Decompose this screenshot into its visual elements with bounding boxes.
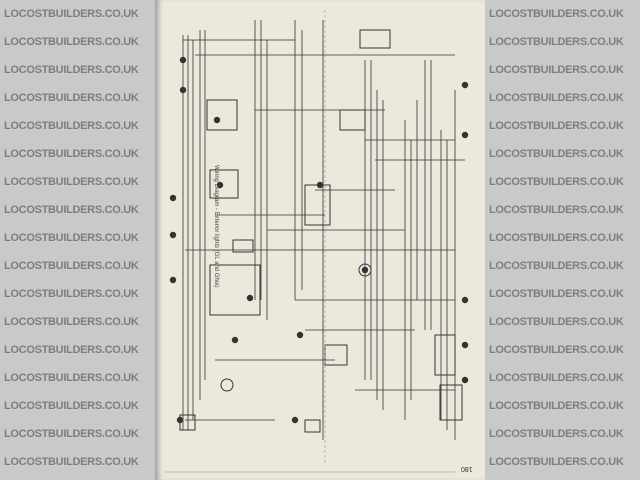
watermark-row: LOCOSTBUILDERS.CO.UK <box>489 148 624 160</box>
watermark-row: LOCOSTBUILDERS.CO.UK <box>489 232 624 244</box>
watermark-row: LOCOSTBUILDERS.CO.UK <box>489 316 624 328</box>
component-box <box>232 239 254 253</box>
watermark-row: LOCOSTBUILDERS.CO.UK <box>489 204 624 216</box>
callout-marker <box>231 336 239 344</box>
callout-marker <box>316 181 324 189</box>
callout-marker <box>291 416 299 424</box>
watermark-row: LOCOSTBUILDERS.CO.UK <box>489 288 624 300</box>
page-number: 180 <box>461 465 473 472</box>
watermark-row: LOCOSTBUILDERS.CO.UK <box>4 456 139 468</box>
watermark-row: LOCOSTBUILDERS.CO.UK <box>489 92 624 104</box>
watermark-row: LOCOSTBUILDERS.CO.UK <box>489 64 624 76</box>
watermark-row: LOCOSTBUILDERS.CO.UK <box>489 176 624 188</box>
component-box <box>209 169 239 199</box>
lamp-symbol <box>358 263 372 277</box>
watermark-row: LOCOSTBUILDERS.CO.UK <box>4 92 139 104</box>
callout-marker <box>461 376 469 384</box>
watermark-background-right: LOCOSTBUILDERS.CO.UK LOCOSTBUILDERS.CO.UK… <box>485 0 640 480</box>
component-box <box>209 264 261 316</box>
diagram-caption: Wiring Diagram - Exterior lights (GL and… <box>213 165 219 288</box>
component-box <box>304 419 321 433</box>
callout-marker <box>176 416 184 424</box>
watermark-row: LOCOSTBUILDERS.CO.UK <box>4 8 139 20</box>
watermark-row: LOCOSTBUILDERS.CO.UK <box>489 8 624 20</box>
callout-marker <box>169 231 177 239</box>
watermark-row: LOCOSTBUILDERS.CO.UK <box>4 148 139 160</box>
watermark-row: LOCOSTBUILDERS.CO.UK <box>489 260 624 272</box>
callout-marker <box>179 86 187 94</box>
component-box <box>359 29 391 49</box>
watermark-row: LOCOSTBUILDERS.CO.UK <box>4 64 139 76</box>
scanned-page <box>155 0 485 480</box>
callout-marker <box>361 266 369 274</box>
watermark-row: LOCOSTBUILDERS.CO.UK <box>4 344 139 356</box>
callout-marker <box>461 131 469 139</box>
wiring-diagram <box>165 10 469 473</box>
watermark-row: LOCOSTBUILDERS.CO.UK <box>4 428 139 440</box>
watermark-row: LOCOSTBUILDERS.CO.UK <box>4 176 139 188</box>
watermark-row: LOCOSTBUILDERS.CO.UK <box>4 232 139 244</box>
watermark-row: LOCOSTBUILDERS.CO.UK <box>4 288 139 300</box>
watermark-row: LOCOSTBUILDERS.CO.UK <box>4 120 139 132</box>
lamp-symbol <box>220 378 234 392</box>
callout-marker <box>179 56 187 64</box>
component-box <box>339 109 366 131</box>
callout-marker <box>461 296 469 304</box>
watermark-row: LOCOSTBUILDERS.CO.UK <box>489 36 624 48</box>
component-box <box>304 184 331 226</box>
component-box <box>434 334 456 376</box>
watermark-row: LOCOSTBUILDERS.CO.UK <box>4 372 139 384</box>
component-box <box>324 344 348 366</box>
watermark-row: LOCOSTBUILDERS.CO.UK <box>489 344 624 356</box>
callout-marker <box>169 194 177 202</box>
watermark-row: LOCOSTBUILDERS.CO.UK <box>489 400 624 412</box>
callout-marker <box>461 81 469 89</box>
watermark-row: LOCOSTBUILDERS.CO.UK <box>4 316 139 328</box>
callout-marker <box>296 331 304 339</box>
watermark-row: LOCOSTBUILDERS.CO.UK <box>4 204 139 216</box>
watermark-row: LOCOSTBUILDERS.CO.UK <box>489 120 624 132</box>
callout-marker <box>461 341 469 349</box>
watermark-row: LOCOSTBUILDERS.CO.UK <box>489 428 624 440</box>
watermark-row: LOCOSTBUILDERS.CO.UK <box>4 36 139 48</box>
component-box <box>439 384 463 421</box>
watermark-row: LOCOSTBUILDERS.CO.UK <box>489 456 624 468</box>
callout-marker <box>169 276 177 284</box>
watermark-row: LOCOSTBUILDERS.CO.UK <box>489 372 624 384</box>
callout-marker <box>246 294 254 302</box>
watermark-row: LOCOSTBUILDERS.CO.UK <box>4 400 139 412</box>
component-box <box>206 99 238 131</box>
watermark-row: LOCOSTBUILDERS.CO.UK <box>4 260 139 272</box>
callout-marker <box>216 181 224 189</box>
watermark-background-left: LOCOSTBUILDERS.CO.UK LOCOSTBUILDERS.CO.UK… <box>0 0 155 480</box>
callout-marker <box>213 116 221 124</box>
